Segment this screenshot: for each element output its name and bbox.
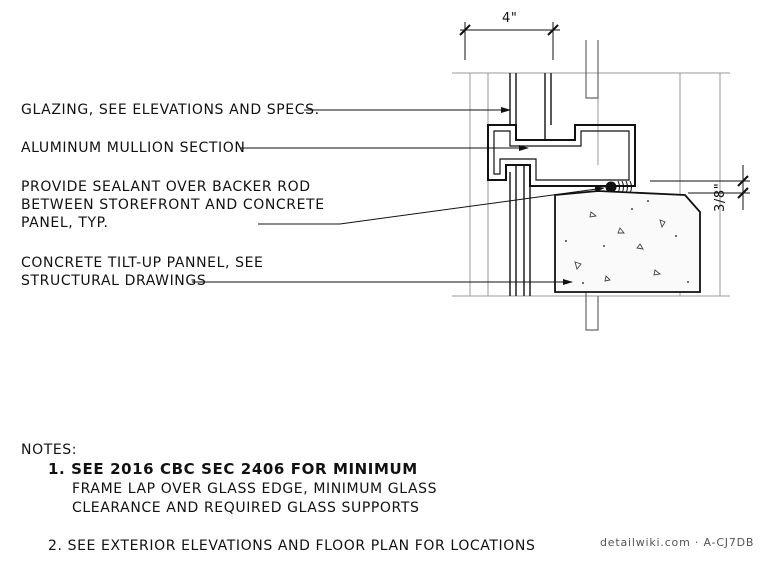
note-2: 2. SEE EXTERIOR ELEVATIONS AND FLOOR PLA… xyxy=(48,538,536,554)
concrete-callout-line-1: CONCRETE TILT-UP PANNEL, SEE xyxy=(21,255,264,271)
sealant-callout-line-1: PROVIDE SEALANT OVER BACKER ROD xyxy=(21,179,311,195)
gap-dimension xyxy=(650,165,750,210)
note-1-line-1: 1. SEE 2016 CBC SEC 2406 FOR MINIMUM xyxy=(48,460,418,478)
notes-heading: NOTES: xyxy=(21,442,78,458)
width-dimension-text: 4" xyxy=(502,11,518,26)
note-1-line-3: CLEARANCE AND REQUIRED GLASS SUPPORTS xyxy=(72,500,420,516)
watermark: detailwiki.com · A-CJ7DB xyxy=(600,536,755,549)
leader-lines xyxy=(192,107,605,285)
sealant-callout-line-2: BETWEEN STOREFRONT AND CONCRETE xyxy=(21,197,325,213)
concrete-callout-line-2: STRUCTURAL DRAWINGS xyxy=(21,273,207,289)
concrete-panel xyxy=(554,190,701,293)
frame-jamb xyxy=(585,40,599,331)
glazing-callout: GLAZING, SEE ELEVATIONS AND SPECS. xyxy=(21,102,320,118)
sealant-callout-line-3: PANEL, TYP. xyxy=(21,215,109,231)
gap-dimension-text: 3/8" xyxy=(713,182,728,212)
backer-rod-sealant xyxy=(605,180,632,194)
glazing-lower xyxy=(509,165,531,296)
width-dimension xyxy=(459,22,560,60)
aluminum-mullion xyxy=(487,124,636,187)
mullion-callout: ALUMINUM MULLION SECTION xyxy=(21,140,246,156)
note-1-line-2: FRAME LAP OVER GLASS EDGE, MINIMUM GLASS xyxy=(72,481,438,497)
